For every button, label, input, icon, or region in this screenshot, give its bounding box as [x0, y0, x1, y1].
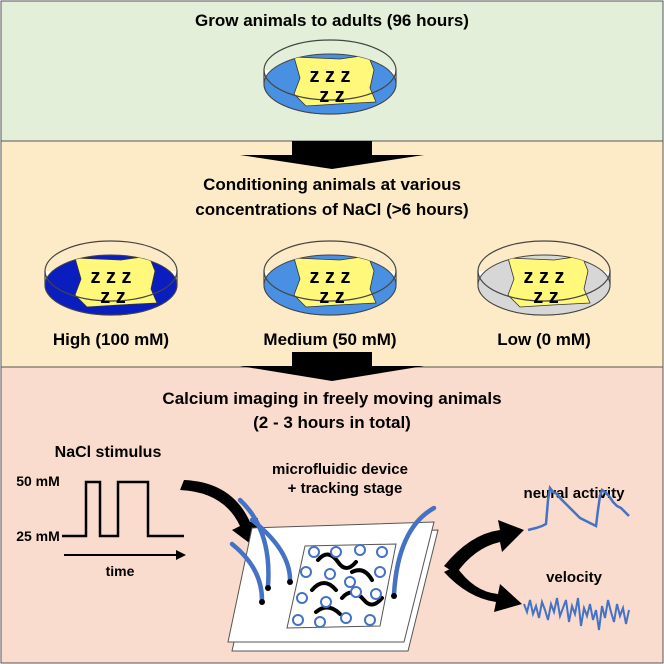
stimulus-low-label: 25 mM [16, 528, 60, 544]
velocity-label: velocity [546, 569, 603, 586]
stimulus-high-label: 50 mM [16, 473, 60, 489]
condition-label-low: Low (0 mM) [497, 330, 591, 349]
dish-high: z z z z z [44, 240, 178, 316]
imaging-chamber [286, 543, 397, 629]
worms-icon: z z z [309, 65, 350, 87]
step2-title-line1: Conditioning animals at various [203, 175, 461, 194]
dish-medium: z z z z z [263, 240, 397, 316]
curved-arrow-icon [444, 566, 522, 612]
tube [249, 517, 293, 583]
stimulus-trace [62, 480, 184, 538]
curved-arrow-icon [180, 480, 258, 548]
worms-icon: z z z [309, 266, 350, 288]
tube [237, 497, 271, 589]
worms-icon: z z z [523, 266, 564, 288]
step1-title: Grow animals to adults (96 hours) [195, 11, 469, 30]
neural-activity-trace [527, 484, 630, 532]
microfluidic-device [227, 497, 439, 652]
condition-label-high: High (100 mM) [53, 330, 169, 349]
worm [310, 581, 338, 592]
arrow-down-icon [240, 141, 424, 169]
worms-icon: z z [100, 286, 126, 308]
time-label: time [106, 563, 135, 579]
step2-title-line2: concentrations of NaCl (>6 hours) [195, 200, 468, 219]
tube [229, 541, 265, 603]
arrow-down-icon [240, 352, 424, 381]
dish-growth: z z z z z [263, 39, 397, 115]
dish-low: z z z z z [477, 240, 611, 316]
worms-icon: z z [533, 286, 559, 308]
worms-icon: z z z [90, 266, 131, 288]
device-label-line1: microfluidic device [272, 461, 408, 478]
worms-icon: z z [319, 85, 345, 107]
worm [316, 552, 358, 570]
step3-title-line2: (2 - 3 hours in total) [253, 413, 411, 432]
worms-icon: z z [319, 286, 345, 308]
tube [391, 505, 437, 597]
worm [350, 568, 374, 582]
panel-conditioning [0, 140, 664, 368]
velocity-trace [523, 597, 630, 631]
stimulus-title: NaCl stimulus [55, 444, 162, 461]
arrow-right-icon [176, 550, 186, 560]
step3-title-line1: Calcium imaging in freely moving animals [162, 389, 501, 408]
condition-label-medium: Medium (50 mM) [263, 330, 396, 349]
device-label-line2: + tracking stage [288, 480, 403, 497]
curved-arrow-icon [444, 520, 524, 574]
worm [340, 590, 384, 607]
